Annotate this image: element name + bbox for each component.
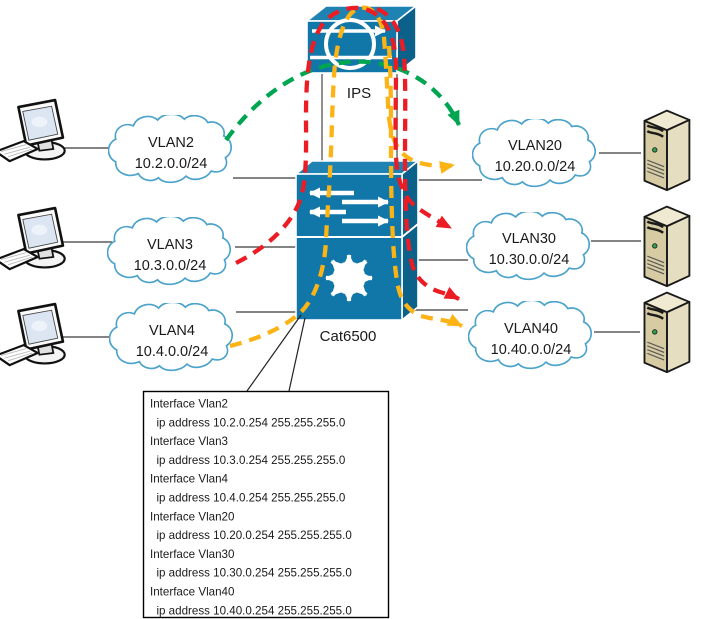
workstation-icon-2 <box>0 206 67 271</box>
cloud-vlan3: VLAN3 10.3.0.0/24 <box>107 217 232 286</box>
switch-divider-side <box>401 223 419 238</box>
server-icon-1 <box>643 109 691 192</box>
cloud-vlan30-name: VLAN30 <box>502 231 556 247</box>
cloud-vlan2: VLAN2 10.2.0.0/24 <box>108 115 233 184</box>
flow-yellow-ips-vlan40 <box>386 45 463 328</box>
config-line: Interface Vlan30 <box>150 548 234 561</box>
ips-icon <box>310 18 392 70</box>
flow-green-vlan2-vlan20 <box>224 59 461 142</box>
cat6500-device: Cat6500 <box>295 160 419 345</box>
server-icon-2 <box>643 205 691 288</box>
config-line: Interface Vlan2 <box>150 398 228 411</box>
callout-pointer-2 <box>288 317 306 392</box>
cloud-vlan30: VLAN30 10.30.0.0/24 <box>466 212 591 281</box>
config-line: ip address 10.30.0.254 255.255.255.0 <box>150 567 352 580</box>
workstation-icon-1 <box>0 98 67 163</box>
multilayer-switch-icon <box>325 254 373 302</box>
cloud-vlan3-subnet: 10.3.0.0/24 <box>134 258 207 274</box>
config-box <box>142 390 390 619</box>
switch-top-face <box>295 160 419 175</box>
flow-red-ips-vlan40 <box>376 6 460 301</box>
cloud-vlan40-name: VLAN40 <box>504 321 558 337</box>
cloud-vlan4-name: VLAN4 <box>149 323 195 339</box>
callout-pointer-1 <box>246 314 302 392</box>
config-line: Interface Vlan3 <box>150 435 228 448</box>
config-line: ip address 10.40.0.254 255.255.255.0 <box>150 604 352 617</box>
config-line: Interface Vlan20 <box>150 510 234 523</box>
cloud-vlan20-subnet: 10.20.0.0/24 <box>495 159 576 175</box>
cloud-vlan2-subnet: 10.2.0.0/24 <box>135 156 208 172</box>
config-text: Interface Vlan2 ip address 10.2.0.254 25… <box>150 398 352 618</box>
cat6500-label: Cat6500 <box>320 328 377 345</box>
cloud-vlan40: VLAN40 10.40.0.0/24 <box>468 301 593 370</box>
workstation-icon-3 <box>0 302 67 367</box>
cloud-vlan4: VLAN4 10.4.0.0/24 <box>109 303 234 372</box>
config-callout: Interface Vlan2 ip address 10.2.0.254 25… <box>142 314 390 619</box>
flow-yellow-vlan4-vlan20 <box>229 5 455 349</box>
config-line: ip address 10.3.0.254 255.255.255.0 <box>150 454 345 467</box>
cloud-vlan20-name: VLAN20 <box>508 138 562 154</box>
ips-device: IPS <box>306 5 417 102</box>
cloud-vlan3-name: VLAN3 <box>147 237 193 253</box>
flow-red-vlan3-vlan30 <box>235 5 453 265</box>
config-line: ip address 10.20.0.254 255.255.255.0 <box>150 529 352 542</box>
config-line: Interface Vlan40 <box>150 586 234 599</box>
cloud-vlan4-subnet: 10.4.0.0/24 <box>136 344 209 360</box>
traffic-flows <box>224 5 463 349</box>
cloud-vlan2-name: VLAN2 <box>148 135 194 151</box>
ips-label: IPS <box>347 85 371 102</box>
config-line: Interface Vlan4 <box>150 473 229 486</box>
config-line: ip address 10.4.0.254 255.255.255.0 <box>150 492 345 505</box>
config-line: ip address 10.2.0.254 255.255.255.0 <box>150 416 345 429</box>
cloud-vlan40-subnet: 10.40.0.0/24 <box>491 342 572 358</box>
server-icon-3 <box>643 291 691 374</box>
cloud-vlan20: VLAN20 10.20.0.0/24 <box>472 119 597 188</box>
cloud-vlan30-subnet: 10.30.0.0/24 <box>489 252 570 268</box>
